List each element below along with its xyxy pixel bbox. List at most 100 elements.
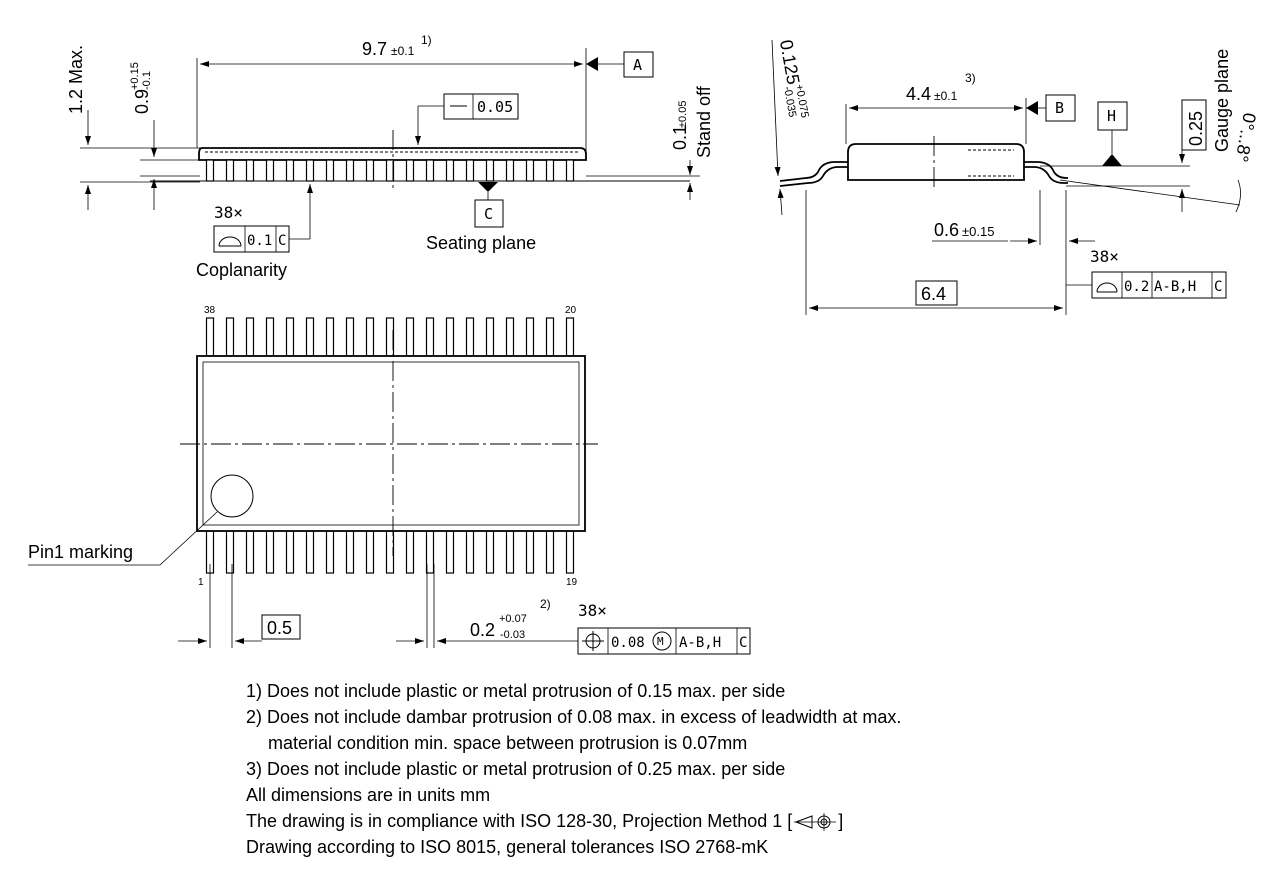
body-thickness-label: 0.9 [132,89,152,114]
width-label: 4.4 [906,84,931,104]
top-lead-lower [505,530,515,574]
side-leads [205,159,575,182]
body-thickness-tol-lower: -0.1 [141,71,153,90]
side-lead [265,159,275,182]
top-lead-lower [565,530,575,574]
mmc-modifier-icon [652,631,672,651]
position-datum: A-B,H [679,635,721,651]
top-lead-lower [485,530,495,574]
gauge-value: 0.25 [1186,111,1206,146]
projection-method-icon [794,813,837,832]
length-note: 1) [421,33,432,47]
pitch-box [261,614,301,640]
side-lead [405,159,415,182]
standoff-tol: ±0.05 [677,101,689,128]
top-body-outline [196,355,586,532]
side-lead [245,159,255,182]
top-lead-upper [505,317,515,357]
foot-length-label: 0.6 [934,220,959,240]
top-lead-lower [245,530,255,574]
top-lead-upper [325,317,335,357]
top-lead-lower [545,530,555,574]
standoff-value: 0.1 [670,125,690,150]
side-lead [525,159,535,182]
profile-datum: A-B,H [1154,279,1196,295]
top-lead-upper [385,317,395,357]
pin-20-label: 20 [565,305,577,316]
top-lead-upper [205,317,215,357]
top-lead-upper [565,317,575,357]
angle-label: 0°...8° [1231,111,1259,163]
end-body-outline [847,143,1025,181]
side-lead [205,159,215,182]
coplanarity-label: Coplanarity [196,260,287,280]
position-value: 0.08 [611,635,645,651]
datum-h-label: H [1107,107,1116,125]
top-lead-upper [425,317,435,357]
top-lead-lower [465,530,475,574]
top-lead-lower [365,530,375,574]
side-lead [465,159,475,182]
pin-19-label: 19 [566,577,578,588]
datum-c-box [474,199,504,228]
datum-a-label: A [633,56,642,74]
lead-width-tol-lower: -0.03 [500,629,525,641]
note-3: 3) Does not include plastic or metal pro… [246,759,786,779]
top-lead-upper [405,317,415,357]
profile-datum2: C [1214,279,1222,295]
top-lead-lower [345,530,355,574]
top-lead-upper [365,317,375,357]
standoff-label: Stand off [694,85,714,158]
side-lead [505,159,515,182]
top-lead-upper [345,317,355,357]
side-lead [225,159,235,182]
profile-frame [1091,271,1227,299]
coplanarity-icon [218,236,242,247]
side-lead [445,159,455,182]
pin-1-label: 1 [198,577,204,588]
top-lead-upper [525,317,535,357]
coplanarity-pin-count: 38× [214,203,243,222]
top-lead-lower [305,530,315,574]
pitch-label: 0.5 [267,618,292,638]
top-lead-lower [405,530,415,574]
body-thickness-tol-upper: +0.15 [129,62,141,90]
profile-value: 0.2 [1124,279,1149,295]
note-iso-projection-text: The drawing is in compliance with ISO 12… [246,811,793,831]
side-body-outline [198,147,587,161]
top-lead-lower [445,530,455,574]
profile-icon [1096,282,1118,293]
note-1: 1) Does not include plastic or metal pro… [246,681,786,701]
seating-plane-label: Seating plane [426,233,536,253]
lead-width-note: 2) [540,597,551,611]
top-lead-upper [485,317,495,357]
lead-thickness-tol-upper: +0.075 [793,83,811,119]
side-lead [345,159,355,182]
datum-b-box [1045,94,1076,122]
position-modifier: M [657,635,664,648]
top-lead-upper [245,317,255,357]
profile-pin-count: 38× [1090,247,1119,266]
side-lead [325,159,335,182]
gauge-label: Gauge plane [1212,49,1232,152]
side-lead [285,159,295,182]
length-tol: ±0.1 [391,44,415,58]
side-lead [385,159,395,182]
position-pin-count: 38× [578,601,607,620]
side-lead [305,159,315,182]
foot-length-tol: ±0.15 [962,224,994,239]
length-label: 9.7 [362,39,387,59]
side-lead [425,159,435,182]
lead-thickness-tol-lower: -0.035 [781,85,798,118]
pin1-marking-circle [210,474,254,518]
side-lead [365,159,375,182]
top-lead-upper [545,317,555,357]
top-lead-lower [225,530,235,574]
top-lead-upper [225,317,235,357]
top-lead-upper [305,317,315,357]
position-datum2: C [739,635,747,651]
datum-h-box [1097,101,1128,131]
top-lead-upper [285,317,295,357]
coplanarity-value: 0.1 [247,233,272,249]
